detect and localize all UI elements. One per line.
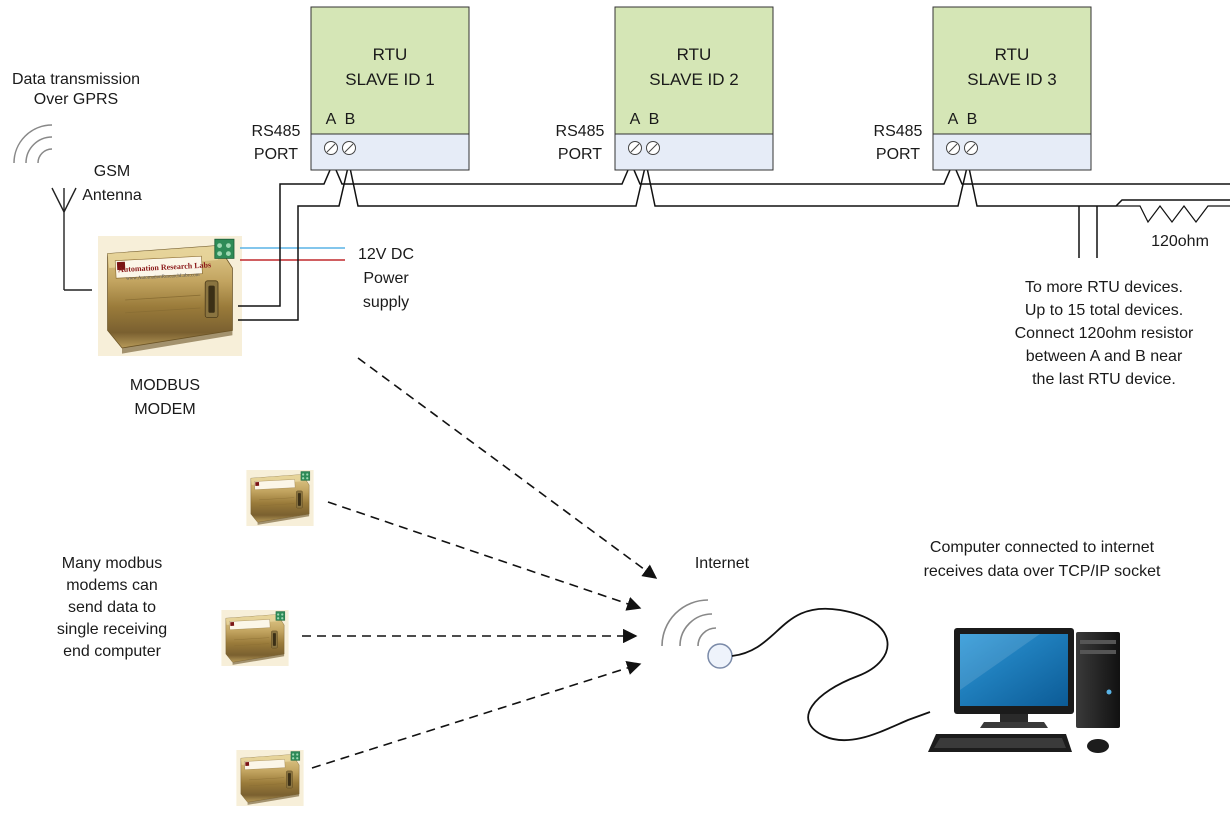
- signal-waves-icon: [13, 124, 53, 164]
- secondary-modem-image: [236, 750, 304, 806]
- antenna-label: GSM Antenna: [82, 163, 142, 204]
- rtu-body: [932, 6, 1092, 135]
- secondary-modem-image: [246, 470, 314, 526]
- many-modems-note-line: Many modbus: [62, 555, 163, 572]
- modem-url-text: www.AutomationResearchLabs.com: [126, 273, 200, 282]
- terminal-b-screw-icon: [342, 141, 356, 155]
- terminal-b-screw-icon: [964, 141, 978, 155]
- rtu-pin-b-label: B: [345, 111, 356, 128]
- rtu-pin-b-label: B: [967, 111, 978, 128]
- antenna-label-line: Antenna: [82, 187, 142, 204]
- antenna-caption-line: Over GPRS: [34, 91, 118, 108]
- computer-caption: Computer connected to internet receives …: [924, 539, 1161, 580]
- power-wires: [240, 247, 345, 261]
- modem-label-line: MODBUS: [130, 377, 200, 394]
- modem-label: MODBUS MODEM: [130, 377, 200, 418]
- rtu-title: RTU: [995, 45, 1030, 64]
- rs485-port-label: PORT: [558, 146, 602, 163]
- computer-caption-line: Computer connected to internet: [930, 539, 1155, 556]
- rtu-body: [310, 6, 470, 135]
- rtu-slave-id: SLAVE ID 3: [967, 70, 1056, 89]
- rtu-pin-a-label: A: [326, 111, 337, 128]
- rs485-port-label: RS485: [556, 123, 605, 140]
- internet-signal-icon: [661, 599, 717, 647]
- network-cable: [731, 607, 931, 742]
- bus-note-line: Connect 120ohm resistor: [1015, 325, 1194, 342]
- computer-caption-line: receives data over TCP/IP socket: [924, 563, 1161, 580]
- rs485-port-label: RS485: [252, 123, 301, 140]
- bus-note: To more RTU devices. Up to 15 total devi…: [1015, 279, 1194, 388]
- rtu-pin-a-label: A: [948, 111, 959, 128]
- rtu-body: [614, 6, 774, 135]
- resistor-label: 120ohm: [1151, 233, 1209, 250]
- terminal-a-screw-icon: [628, 141, 642, 155]
- flow-arrow: [311, 661, 642, 769]
- many-modems-note: Many modbus modems can send data to sing…: [57, 555, 167, 660]
- bus-note-line: the last RTU device.: [1032, 371, 1176, 388]
- bus-note-line: Up to 15 total devices.: [1025, 302, 1183, 319]
- power-label-line: Power: [363, 270, 409, 287]
- terminal-a-screw-icon: [324, 141, 338, 155]
- many-modems-note-line: single receiving: [57, 621, 167, 638]
- antenna-label-line: GSM: [94, 163, 130, 180]
- flow-arrow: [327, 501, 642, 611]
- antenna-caption-line: Data transmission: [12, 71, 140, 88]
- rs485-port-label: PORT: [876, 146, 920, 163]
- terminal-a-screw-icon: [946, 141, 960, 155]
- terminal-b-screw-icon: [646, 141, 660, 155]
- rtu-pin-a-label: A: [630, 111, 641, 128]
- rtu-title: RTU: [677, 45, 712, 64]
- antenna-caption: Data transmission Over GPRS: [12, 71, 140, 108]
- many-modems-note-line: modems can: [66, 577, 158, 594]
- mouse-icon: [1087, 739, 1109, 753]
- monitor-screen: [960, 634, 1068, 706]
- bus-note-line: To more RTU devices.: [1025, 279, 1183, 296]
- internet-node-icon: [707, 643, 733, 669]
- many-modems-note-line: end computer: [63, 643, 162, 660]
- rs485-port-label: PORT: [254, 146, 298, 163]
- rtu-slave-id: SLAVE ID 1: [345, 70, 434, 89]
- secondary-modem-image: [221, 610, 289, 666]
- power-supply-label: 12V DC Power supply: [358, 246, 414, 311]
- terminating-resistor: [1116, 205, 1230, 224]
- rtu-pin-b-label: B: [649, 111, 660, 128]
- rtu-terminal-strip: [614, 133, 774, 171]
- rtu-terminal-strip: [310, 133, 470, 171]
- power-label-line: 12V DC: [358, 246, 414, 263]
- tower-icon: [1076, 632, 1120, 728]
- power-label-line: supply: [363, 294, 409, 311]
- data-flow-arrows: [302, 357, 658, 769]
- internet-label: Internet: [695, 555, 750, 572]
- modem-label-line: MODEM: [134, 401, 195, 418]
- rs485-port-label: RS485: [874, 123, 923, 140]
- flow-arrow: [357, 357, 658, 579]
- many-modems-note-line: send data to: [68, 599, 156, 616]
- rtu-slave-id: SLAVE ID 2: [649, 70, 738, 89]
- modbus-modem-image: Automation Research Labs www.AutomationR…: [97, 236, 243, 356]
- antenna-icon: [51, 187, 92, 291]
- rtu-title: RTU: [373, 45, 408, 64]
- bus-note-line: between A and B near: [1026, 348, 1183, 365]
- rtu-terminal-strip: [932, 133, 1092, 171]
- computer-icon: [928, 628, 1120, 753]
